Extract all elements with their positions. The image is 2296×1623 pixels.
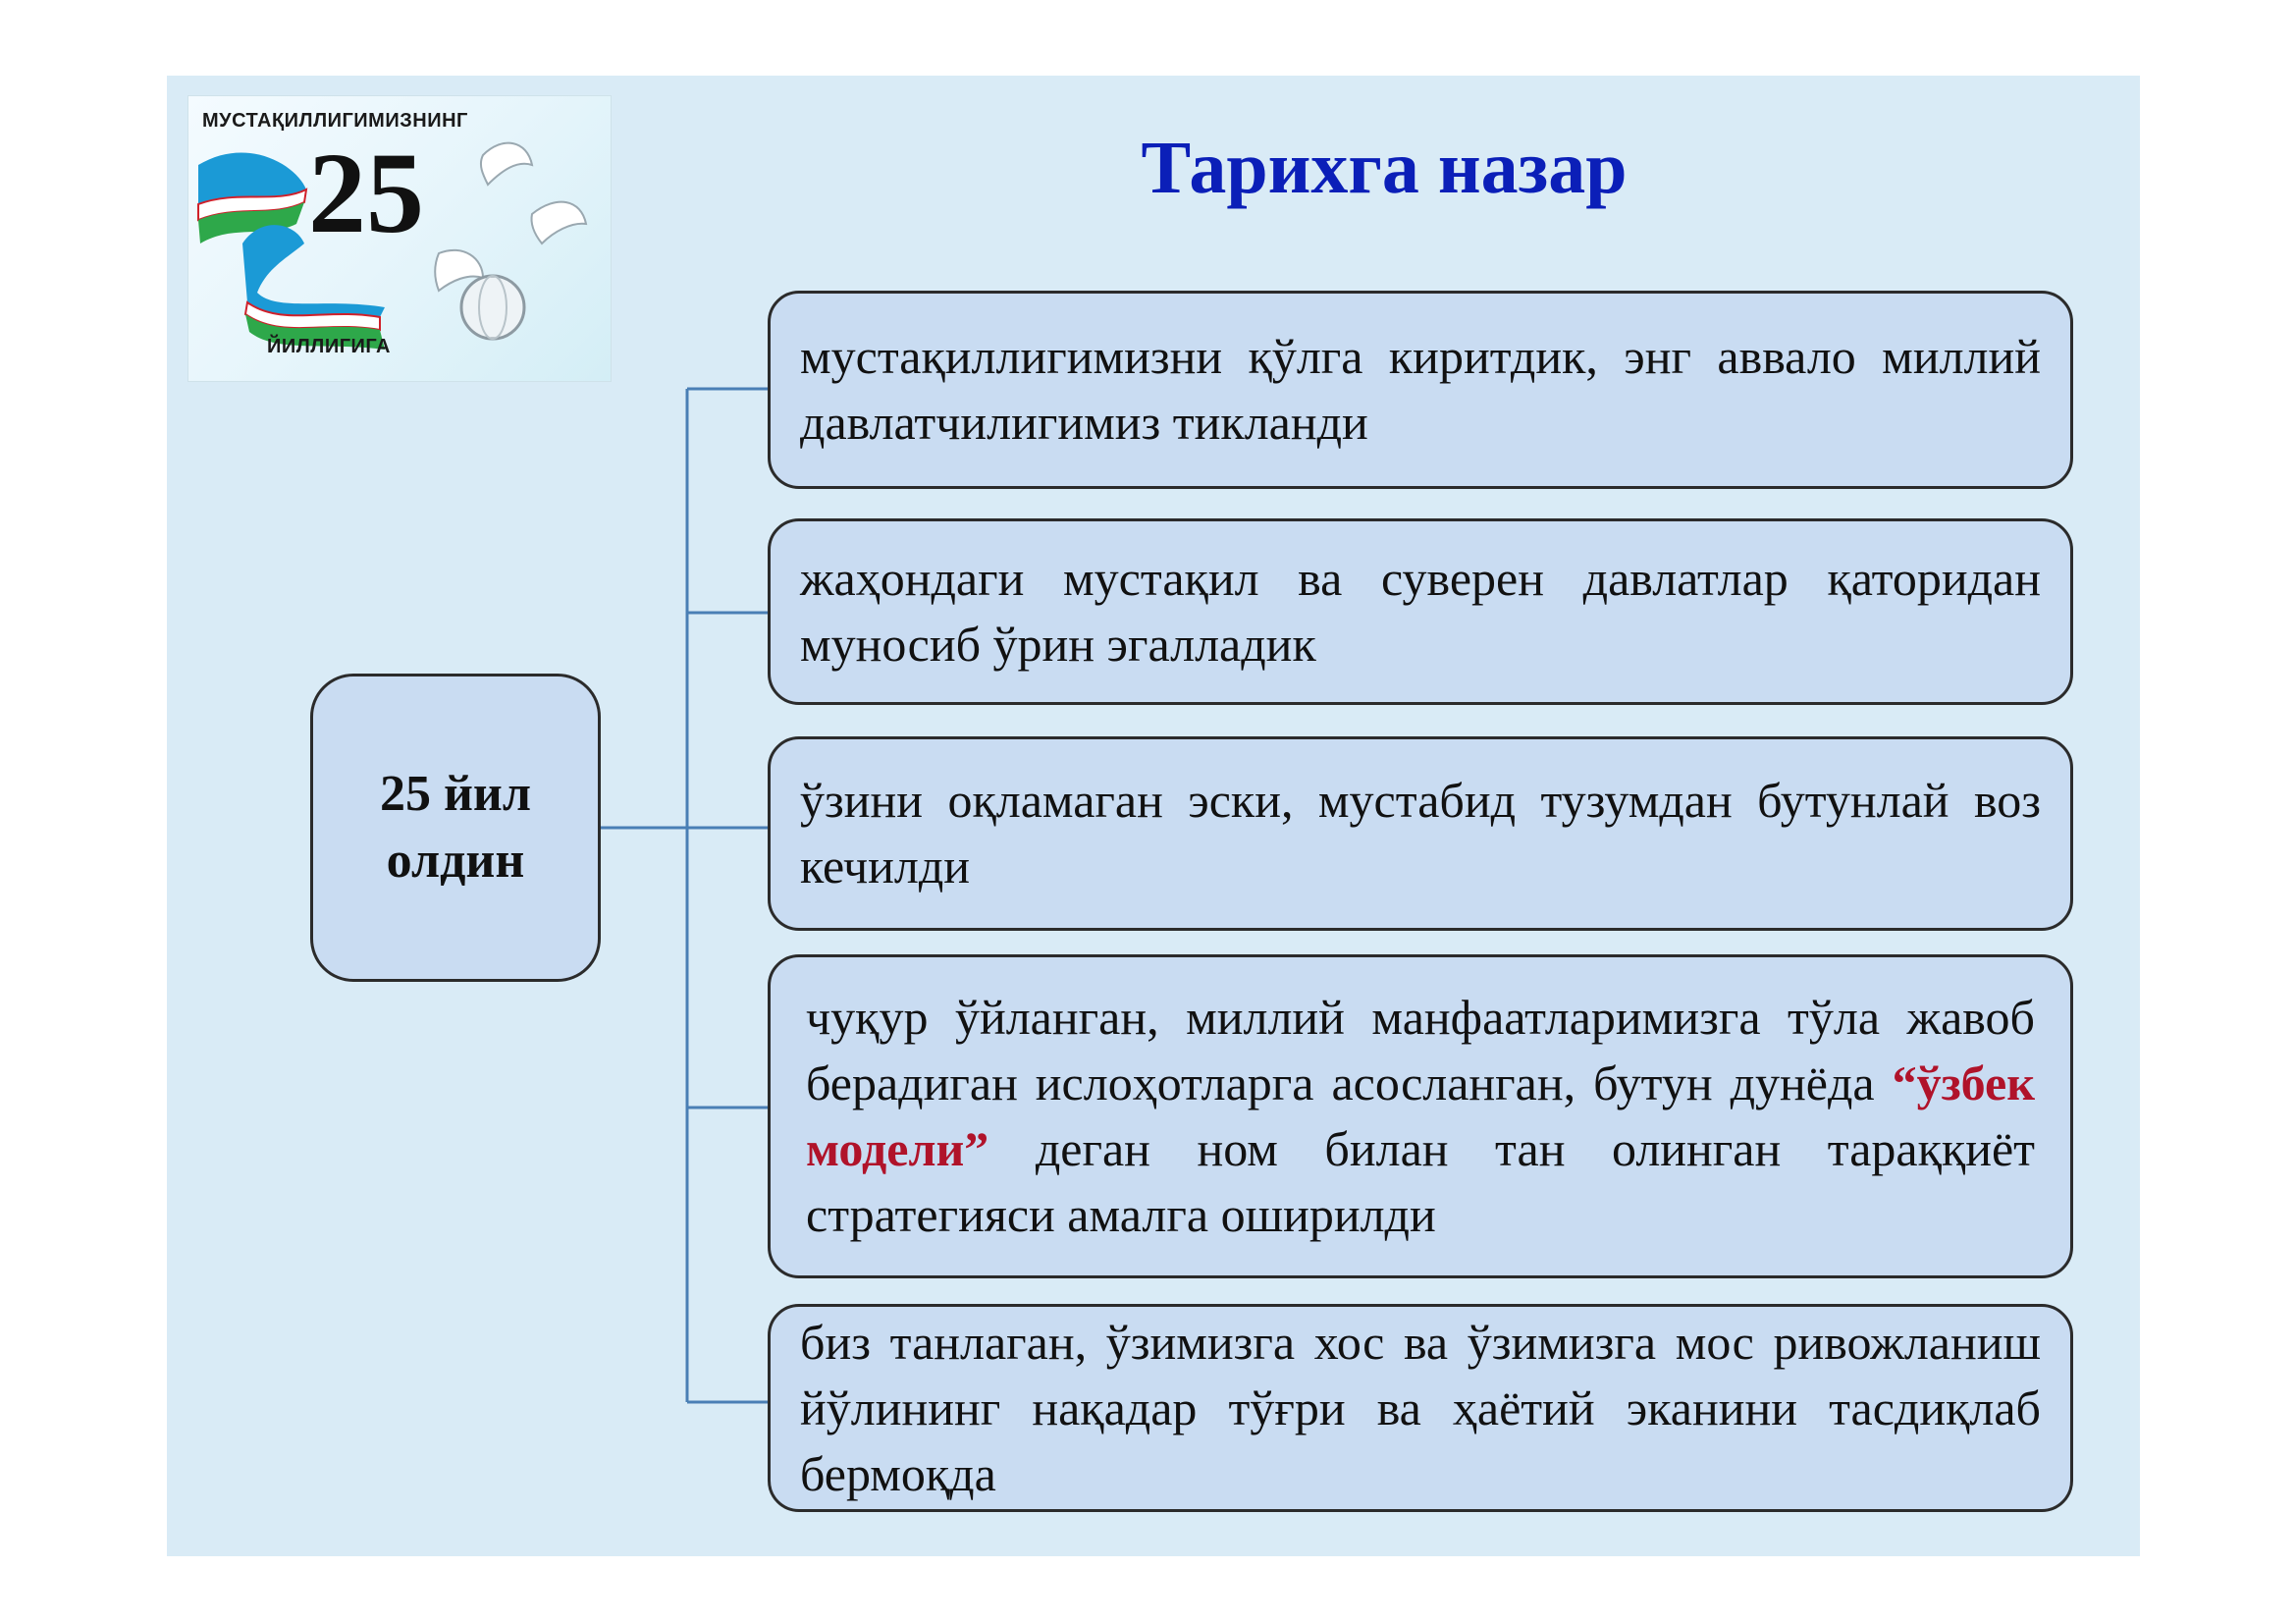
item-text-1: мустақиллигимизни қўлга киритдик, энг ав… — [800, 329, 2041, 450]
item-box-4: чуқур ўйланган, миллий манфаатларимизга … — [768, 954, 2073, 1278]
item-text-5: биз танлаган, ўзимизга хос ва ўзимизга м… — [800, 1314, 2041, 1501]
logo-number: 25 — [308, 129, 424, 257]
root-label: 25 йил олдин — [379, 766, 532, 889]
flag-ribbon-icon — [197, 141, 588, 350]
item-box-3: ўзини оқламаган эски, мустабид тузумдан … — [768, 736, 2073, 931]
uzbek-model-highlight: “ўзбек модели” — [806, 1055, 2035, 1176]
logo-bottom-text: ЙИЛЛИГИГА — [267, 336, 391, 357]
item-box-1: мустақиллигимизни қўлга киритдик, энг ав… — [768, 291, 2073, 489]
anniversary-logo: МУСТАҚИЛЛИГИМИЗНИНГ 25 ЙИЛЛИГИГА — [187, 95, 612, 382]
item-box-2: жаҳондаги мустақил ва суверен давлатлар … — [768, 518, 2073, 705]
root-node: 25 йил олдин — [310, 674, 601, 982]
page-title: Тарихга назар — [1141, 127, 1628, 209]
item-text-3: ўзини оқламаган эски, мустабид тузумдан … — [800, 773, 2041, 893]
item-text-4-before: чуқур ўйланган, миллий манфаатларимизга … — [806, 990, 2035, 1110]
item-text-4: чуқур ўйланган, миллий манфаатларимизга … — [806, 985, 2035, 1248]
item-box-5: биз танлаган, ўзимизга хос ва ўзимизга м… — [768, 1304, 2073, 1512]
item-text-4-after: деган ном билан тан олинган тараққиёт ст… — [806, 1121, 2035, 1242]
logo-top-text: МУСТАҚИЛЛИГИМИЗНИНГ — [202, 110, 468, 132]
item-text-2: жаҳондаги мустақил ва суверен давлатлар … — [800, 551, 2041, 672]
